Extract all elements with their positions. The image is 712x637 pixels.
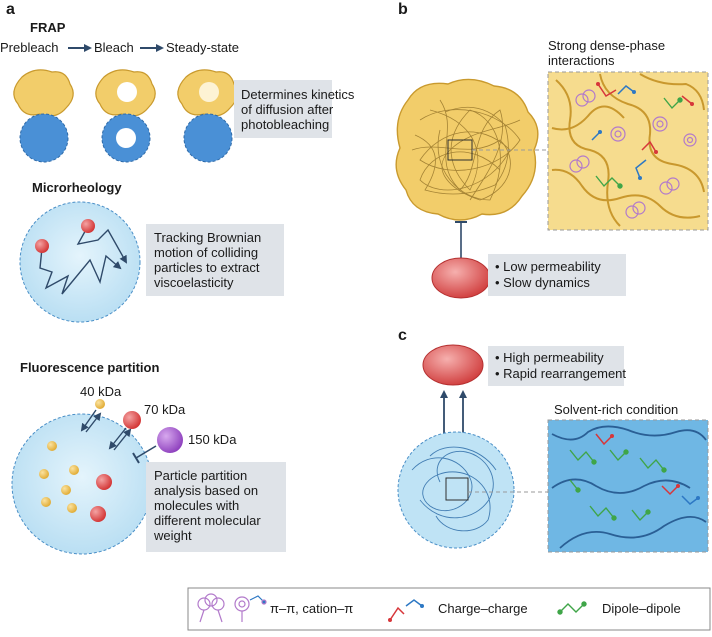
panel-b-property-box (488, 254, 626, 296)
label-40kda: 40 kDa (80, 384, 122, 399)
tracer-particle-2 (81, 219, 95, 233)
frap-step-steady: Steady-state (166, 40, 239, 55)
frap-step-bleach: Bleach (94, 40, 134, 55)
partition-desc-line4: different molecular (154, 513, 261, 528)
frap-description-box (234, 80, 332, 138)
frap-title: FRAP (30, 20, 66, 35)
partition-desc-line2: analysis based on (154, 483, 258, 498)
dense-inset-network (551, 73, 705, 227)
brownian-path-2 (76, 225, 127, 264)
probe-molecule-b (431, 257, 491, 299)
panel-c-property-box (488, 346, 624, 386)
particle-yellow-in-5 (41, 497, 51, 507)
dipole-interactions-b (595, 97, 683, 189)
legend-box (187, 587, 711, 631)
particle-yellow-in-1 (47, 441, 57, 451)
partition-description-box (146, 462, 286, 552)
micro-desc-line1: Tracking Brownian (154, 230, 261, 245)
brownian-path-1 (39, 247, 122, 295)
micro-desc-line2: motion of colliding (154, 245, 258, 260)
frap-bleach-spot-blue (116, 128, 136, 148)
dilute-condensate (397, 431, 515, 549)
label-150kda: 150 kDa (188, 432, 237, 447)
micro-desc-line4: viscoelasticity (154, 275, 234, 290)
charge-interactions-c (595, 433, 700, 505)
blocked-150kda-line (135, 445, 157, 459)
pi-interaction-rings (569, 89, 697, 219)
blocked-150kda-bar (132, 452, 140, 464)
partition-desc-line1: Particle partition (154, 468, 247, 483)
arrow-40kda-out (85, 412, 102, 433)
frap-blue-prebleach (19, 113, 69, 163)
panel-label-c: c (398, 327, 407, 344)
charge-interactions-b (591, 82, 694, 180)
dilute-zoom-box (445, 477, 469, 501)
panel-b-inset-title-2: interactions (548, 53, 615, 68)
partition-desc-line5: weight (153, 528, 192, 543)
microrheology-droplet (19, 201, 141, 323)
legend-charge: Charge–charge (438, 601, 528, 616)
panel-c-property-1: • High permeability (495, 350, 604, 365)
dilute-polymer-chains (411, 446, 497, 532)
label-70kda: 70 kDa (144, 402, 186, 417)
frap-blue-steady (183, 113, 233, 163)
micro-desc-line3: particles to extract (154, 260, 260, 275)
partition-droplet (11, 413, 153, 555)
frap-desc-line3: photobleaching (241, 117, 329, 132)
dense-inset (547, 71, 709, 231)
frap-desc-line1: Determines kinetics (241, 87, 355, 102)
microrheology-title: Microrheology (32, 180, 122, 195)
frap-droplet-prebleach (13, 69, 74, 117)
panel-b-property-2: • Slow dynamics (495, 275, 590, 290)
probe-molecule-c (422, 344, 484, 386)
panel-c-property-2: • Rapid rearrangement (495, 366, 626, 381)
frap-desc-line2: of diffusion after (241, 102, 334, 117)
arrow-70kda-out (113, 428, 132, 451)
particle-red-in-1 (96, 474, 112, 490)
frap-recovery-spot-yellow (199, 82, 219, 102)
particle-150kda (157, 427, 183, 453)
microrheology-description-box (146, 224, 284, 296)
dilute-inset-network (551, 425, 707, 549)
particle-red-in-2 (90, 506, 106, 522)
tracer-particle-1 (35, 239, 49, 253)
legend-dipole: Dipole–dipole (602, 601, 681, 616)
panel-b-inset-title-1: Strong dense-phase (548, 38, 665, 53)
dipole-interactions-c (569, 449, 667, 522)
particle-70kda-outside (123, 411, 141, 429)
panel-c-inset-title: Solvent-rich condition (554, 402, 678, 417)
particle-yellow-in-2 (69, 465, 79, 475)
dense-tangle (411, 99, 521, 201)
frap-step-prebleach: Prebleach (0, 40, 59, 55)
charge-interaction-icon (388, 599, 424, 622)
panel-b-property-1: • Low permeability (495, 259, 601, 274)
particle-40kda-outside (95, 399, 105, 409)
partition-desc-line3: molecules with (154, 498, 239, 513)
legend-pi: π–π, cation–π (270, 601, 353, 616)
panel-label-a: a (6, 1, 15, 18)
particle-yellow-in-4 (61, 485, 71, 495)
dipole-interaction-icon (557, 601, 587, 615)
particle-yellow-in-6 (67, 503, 77, 513)
frap-bleach-spot-yellow (117, 82, 137, 102)
particle-yellow-in-3 (39, 469, 49, 479)
fluorescence-partition-title: Fluorescence partition (20, 360, 159, 375)
panel-label-b: b (398, 1, 408, 18)
pi-interaction-icon (197, 593, 267, 623)
